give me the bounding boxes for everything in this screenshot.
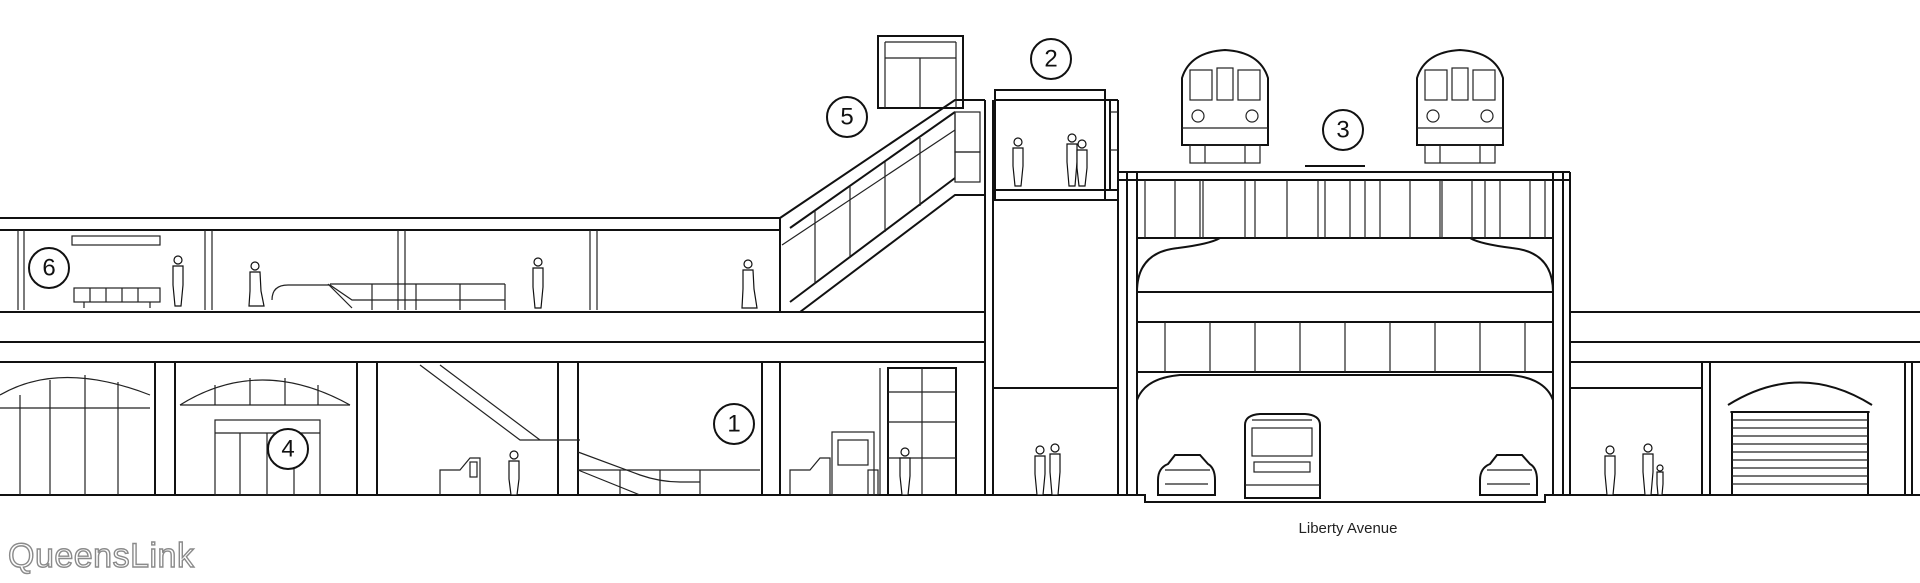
callout-3: 3 [1322,109,1364,151]
car-right [1479,454,1538,496]
callout-4: 4 [267,428,309,470]
queenslink-logo: QueensLink [8,537,195,575]
street-label: Liberty Avenue [1299,520,1398,537]
callout-1: 1 [713,403,755,445]
callout-5-label: 5 [840,104,853,131]
callout-6-label: 6 [42,255,55,282]
stair-enclosure [779,99,994,495]
callout-5: 5 [826,96,868,138]
bench [73,287,161,308]
car-left [1157,454,1216,496]
elevator-tower [877,35,964,496]
callout-6: 6 [28,247,70,289]
callout-2: 2 [1030,38,1072,80]
subway-train-right [1416,48,1504,164]
callout-4-label: 4 [281,436,294,463]
mezzanine-bridge [993,89,1119,495]
street-level [0,362,1920,496]
callout-2-label: 2 [1044,46,1057,73]
callout-1-label: 1 [727,411,740,438]
callout-3-label: 3 [1336,117,1349,144]
subway-train-left [1181,48,1269,164]
pedestrians [172,133,1664,496]
bus [1244,413,1321,499]
upper-concourse [0,217,985,363]
right-structure [1570,311,1920,496]
el-viaduct [1118,171,1571,503]
